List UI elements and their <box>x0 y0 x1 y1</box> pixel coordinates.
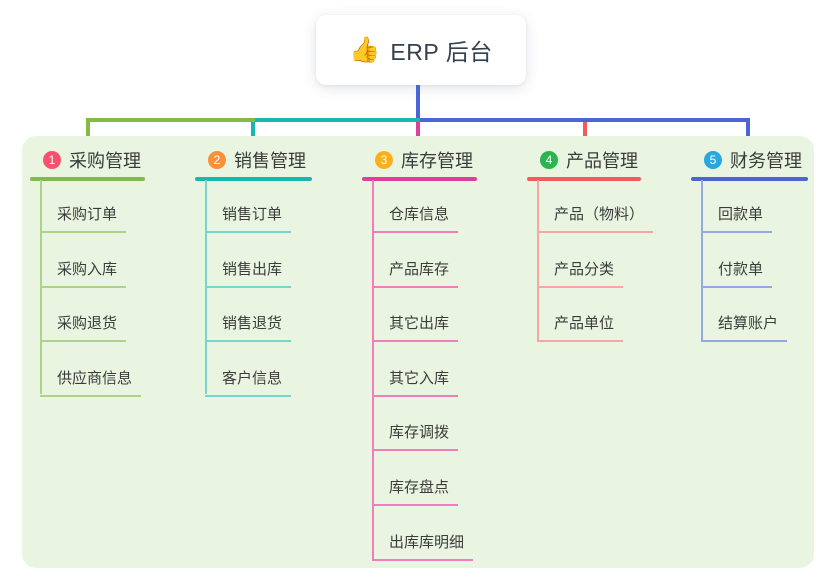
branch-inventory-underline <box>362 177 477 181</box>
branch-product-rail <box>537 180 539 341</box>
node-sales-return[interactable]: 销售退货 <box>205 312 292 343</box>
badge-5-icon: 5 <box>704 151 722 169</box>
branch-purchase-title: 采购管理 <box>69 151 141 171</box>
node-purchase-return[interactable]: 采购退货 <box>40 312 127 343</box>
node-product-stock[interactable]: 产品库存 <box>372 258 459 288</box>
badge-3-icon: 3 <box>375 151 393 169</box>
node-receipt-bill[interactable]: 回款单 <box>701 203 773 233</box>
branches-panel <box>22 136 814 568</box>
branch-product-underline <box>527 177 641 181</box>
branch-purchase-header[interactable]: 1 采购管理 <box>30 146 145 174</box>
node-payment-bill[interactable]: 付款单 <box>701 258 773 288</box>
node-supplier-info[interactable]: 供应商信息 <box>40 367 142 397</box>
node-product-material[interactable]: 产品（物料） <box>537 203 654 233</box>
branch-sales-items: 销售订单 销售出库 销售退货 客户信息 <box>205 181 312 397</box>
node-customer-info[interactable]: 客户信息 <box>205 367 292 397</box>
branch-purchase-items: 采购订单 采购入库 采购退货 供应商信息 <box>40 181 145 397</box>
connector-drop-sales <box>251 122 255 142</box>
branch-inventory: 3 库存管理 仓库信息 产品库存 其它出库 其它入库 库存调拨 库存盘点 出库库… <box>362 146 477 561</box>
node-outbound-detail[interactable]: 出库库明细 <box>372 531 474 561</box>
node-product-unit[interactable]: 产品单位 <box>537 312 624 343</box>
branch-sales-title: 销售管理 <box>234 151 306 171</box>
branch-finance-items: 回款单 付款单 结算账户 <box>701 181 808 343</box>
node-purchase-inbound[interactable]: 采购入库 <box>40 258 127 288</box>
node-warehouse-info[interactable]: 仓库信息 <box>372 203 459 233</box>
branch-product-items: 产品（物料） 产品分类 产品单位 <box>537 181 654 343</box>
root-connector-line <box>416 85 420 122</box>
connector-horizontal-left <box>86 118 255 122</box>
branch-purchase: 1 采购管理 采购订单 采购入库 采购退货 供应商信息 <box>30 146 145 397</box>
node-sales-order[interactable]: 销售订单 <box>205 203 292 233</box>
node-sales-outbound[interactable]: 销售出库 <box>205 258 292 288</box>
branch-sales-header[interactable]: 2 销售管理 <box>195 146 312 174</box>
branch-product: 4 产品管理 产品（物料） 产品分类 产品单位 <box>527 146 654 343</box>
node-other-outbound[interactable]: 其它出库 <box>372 312 459 343</box>
branch-finance: 5 财务管理 回款单 付款单 结算账户 <box>691 146 808 343</box>
branch-sales-underline <box>195 177 312 181</box>
branch-inventory-rail <box>372 180 374 560</box>
branch-inventory-header[interactable]: 3 库存管理 <box>362 146 477 174</box>
branch-purchase-rail <box>40 180 42 394</box>
branch-finance-rail <box>701 180 703 341</box>
branch-inventory-title: 库存管理 <box>401 151 473 171</box>
connector-horizontal-mid <box>255 118 420 122</box>
branch-purchase-underline <box>30 177 145 181</box>
connector-drop-purchase <box>86 122 90 142</box>
branch-finance-title: 财务管理 <box>730 151 802 171</box>
node-settlement-account[interactable]: 结算账户 <box>701 312 788 343</box>
branch-product-title: 产品管理 <box>566 151 638 171</box>
node-other-inbound[interactable]: 其它入库 <box>372 367 459 397</box>
node-stock-count[interactable]: 库存盘点 <box>372 476 459 506</box>
connector-drop-product <box>583 122 587 142</box>
root-node[interactable]: 👍 ERP 后台 <box>316 15 526 85</box>
thumbs-up-icon: 👍 <box>349 35 381 64</box>
connector-drop-inventory <box>416 122 420 142</box>
branch-product-header[interactable]: 4 产品管理 <box>527 146 641 174</box>
connector-horizontal-right <box>420 118 750 122</box>
badge-2-icon: 2 <box>208 151 226 169</box>
node-product-category[interactable]: 产品分类 <box>537 258 624 288</box>
branch-finance-underline <box>691 177 808 181</box>
branch-inventory-items: 仓库信息 产品库存 其它出库 其它入库 库存调拨 库存盘点 出库库明细 <box>372 181 477 561</box>
badge-4-icon: 4 <box>540 151 558 169</box>
connector-drop-finance <box>746 118 750 142</box>
branch-finance-header[interactable]: 5 财务管理 <box>691 146 808 174</box>
branch-sales: 2 销售管理 销售订单 销售出库 销售退货 客户信息 <box>195 146 312 397</box>
node-purchase-order[interactable]: 采购订单 <box>40 203 127 233</box>
branch-sales-rail <box>205 180 207 394</box>
badge-1-icon: 1 <box>43 151 61 169</box>
root-node-label: ERP 后台 <box>390 39 493 65</box>
node-stock-transfer[interactable]: 库存调拨 <box>372 421 459 452</box>
